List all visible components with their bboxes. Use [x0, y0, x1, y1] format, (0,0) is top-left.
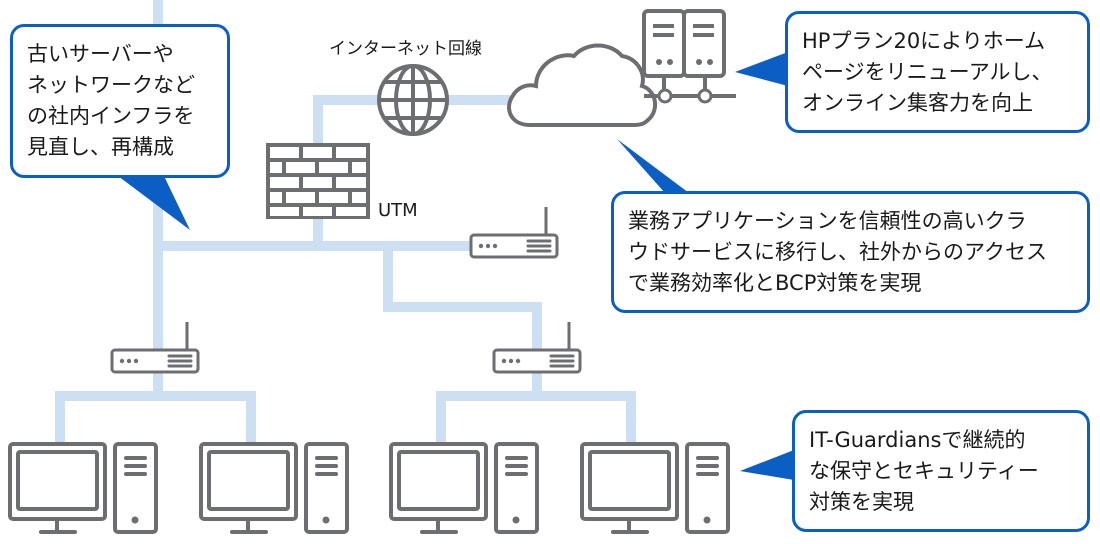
- computer-icon: [580, 442, 730, 534]
- callout-line: な保守とセキュリティー: [809, 459, 1039, 483]
- line-left-lan: [55, 391, 256, 445]
- computer-icon: [199, 442, 349, 534]
- router-icon: [469, 207, 559, 259]
- callout-tail-infra: [118, 176, 190, 230]
- callout-line: 見直し、再構成: [27, 135, 174, 159]
- globe-icon: [377, 64, 449, 136]
- computer-icon: [389, 442, 539, 534]
- callout-cloud: 業務アプリケーションを信頼性の高いクラ ウドサービスに移行し、社外からのアクセス…: [611, 191, 1090, 313]
- callout-line: ページをリニューアルし、: [802, 60, 1053, 84]
- router-icon: [492, 322, 582, 374]
- callout-line: ネットワークなど: [27, 73, 195, 97]
- callout-line: IT-Guardiansで継続的: [809, 428, 1026, 452]
- line-branch-right: [383, 246, 542, 352]
- callout-tail-cloud: [617, 139, 689, 193]
- callout-line: 古いサーバーや: [27, 42, 174, 66]
- callout-line: 業務アプリケーションを信頼性の高いクラ: [628, 209, 1027, 233]
- router-icon: [110, 322, 200, 374]
- callout-tail-hp-plan: [735, 52, 788, 86]
- line-right-lan: [436, 391, 636, 445]
- computer-icon: [8, 442, 158, 534]
- callout-line: の社内インフラを: [27, 104, 195, 128]
- cloud-icon: [507, 43, 658, 127]
- server-icon: [642, 9, 736, 98]
- callout-line: オンライン集客力を向上: [802, 91, 1033, 115]
- line-backbone: [153, 241, 472, 352]
- line-utm-to-internet: [313, 95, 383, 145]
- callout-hp-plan: HPプラン20によりホーム ページをリニューアルし、 オンライン集客力を向上: [785, 11, 1090, 133]
- callout-security: IT-Guardiansで継続的 な保守とセキュリティー 対策を実現: [792, 410, 1090, 532]
- firewall-icon: [266, 143, 370, 219]
- server-nodes: [657, 88, 713, 104]
- utm-label: UTM: [378, 200, 418, 221]
- callout-line: で業務効率化とBCP対策を実現: [628, 271, 922, 295]
- callout-line: HPプラン20によりホーム: [802, 29, 1046, 53]
- callout-line: ウドサービスに移行し、社外からのアクセス: [628, 240, 1047, 264]
- server-ports: [656, 59, 713, 65]
- callout-tail-security: [740, 450, 794, 480]
- callout-infra: 古いサーバーや ネットワークなど の社内インフラを 見直し、再構成: [10, 24, 230, 178]
- internet-label: インターネット回線: [329, 39, 482, 59]
- callout-line: 対策を実現: [809, 490, 914, 514]
